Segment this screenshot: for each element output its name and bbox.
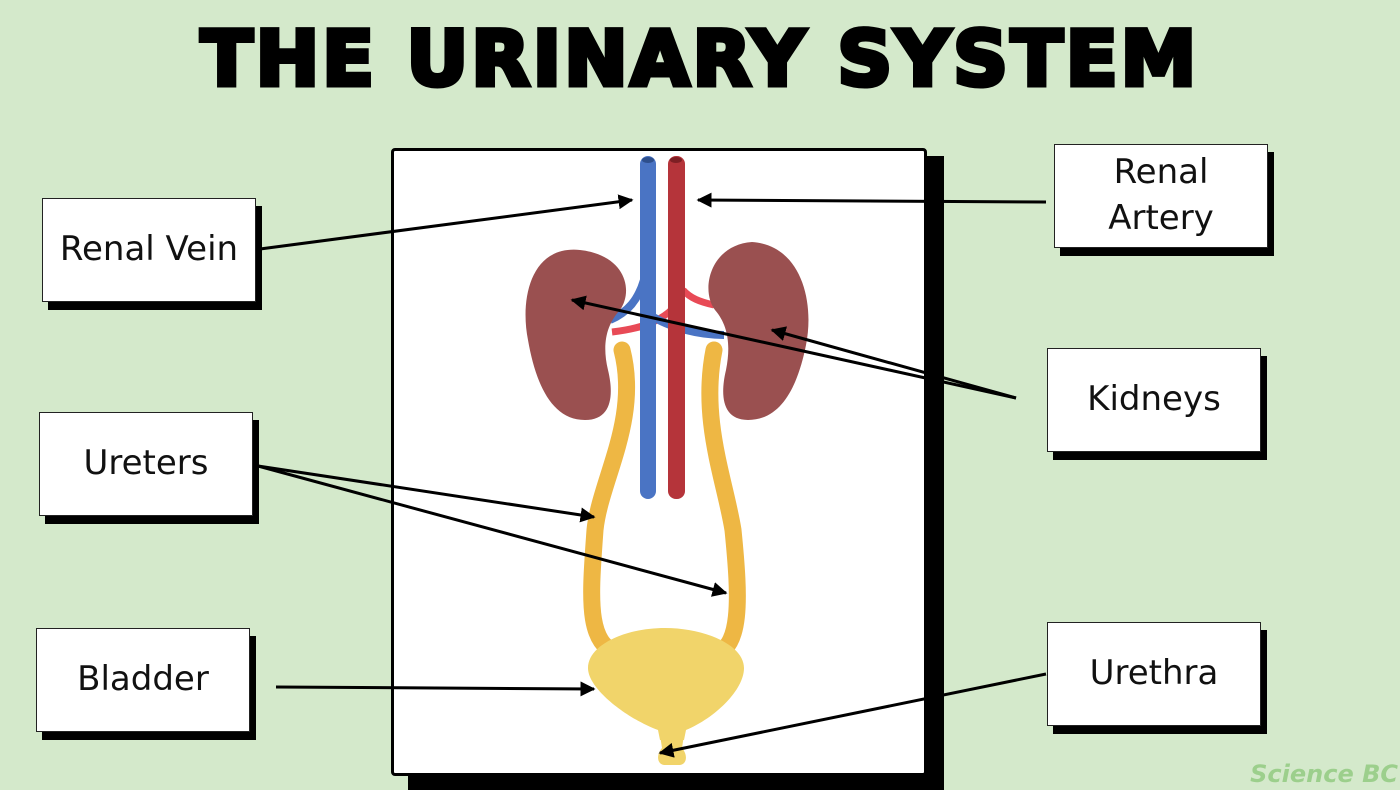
label-bladder: Bladder — [36, 628, 250, 732]
label-renal-artery: Renal Artery — [1054, 144, 1268, 248]
renal-vein-pointer — [259, 194, 634, 251]
label-urethra: Urethra — [1047, 622, 1261, 726]
right-kidney — [708, 242, 809, 420]
urethra-pointer — [658, 672, 1047, 758]
label-bladder-text: Bladder — [77, 659, 209, 700]
left-kidney — [525, 249, 627, 420]
left-ureter — [583, 341, 635, 664]
ureters-pointer-left — [257, 464, 596, 523]
label-ureters: Ureters — [39, 412, 253, 516]
kidneys-pointer-right — [770, 326, 1017, 400]
label-renal-artery-text: Renal Artery — [1108, 152, 1214, 238]
label-renal-vein-text: Renal Vein — [59, 229, 239, 270]
label-renal-vein: Renal Vein — [42, 198, 256, 302]
label-kidneys-text: Kidneys — [1087, 379, 1221, 420]
vena-cava-top — [642, 157, 654, 163]
renal-artery-pointer — [696, 192, 1047, 208]
watermark: Science BC — [1250, 760, 1398, 788]
label-ureters-text: Ureters — [83, 443, 209, 484]
kidneys-pointer-left — [570, 295, 1017, 400]
label-kidneys: Kidneys — [1047, 348, 1261, 452]
vena-cava — [640, 156, 656, 499]
bladder-shape — [588, 628, 744, 740]
label-urethra-text: Urethra — [1089, 653, 1219, 694]
page-title: THE URINARY SYSTEM — [198, 12, 1200, 106]
aorta-top — [670, 157, 682, 163]
ureters-pointer-right — [257, 464, 728, 597]
bladder-pointer — [275, 681, 596, 697]
right-ureter — [701, 341, 746, 664]
aorta — [668, 156, 685, 499]
